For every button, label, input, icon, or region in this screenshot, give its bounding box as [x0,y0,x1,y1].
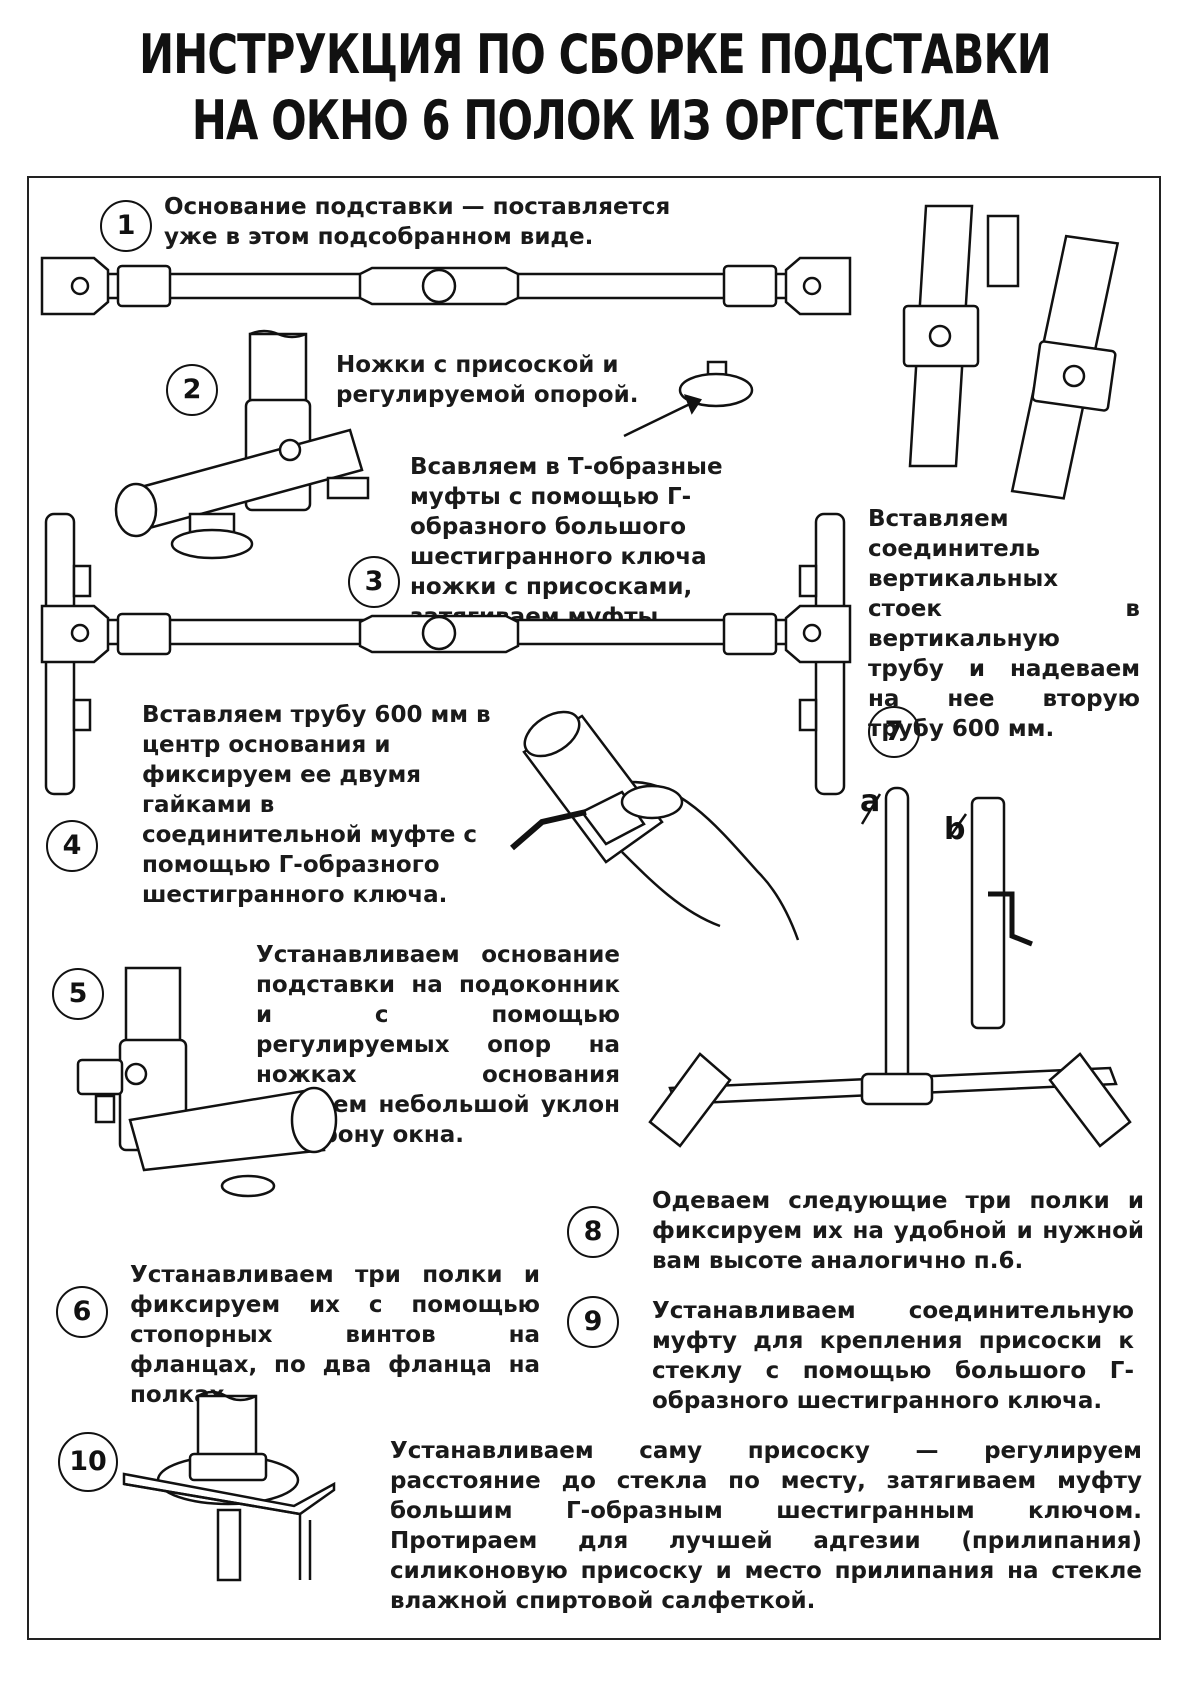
base-with-legs-illustration [36,510,856,800]
instructions-frame [27,176,1161,1640]
t-fitting-illustration [70,960,360,1200]
step-text-1: Основание подставки — поставляется уже в… [164,194,671,250]
hand-with-hex-key-illustration [512,712,812,952]
page-title-line-2: НА ОКНО 6 ПОЛОК ИЗ ОРГСТЕКЛА [191,89,999,152]
step-text-5: Устанавливаем основание подставки на под… [256,942,620,1148]
step-number-2: 2 [166,364,218,416]
step-text-7: Вставляем соединитель вертикальных стоек… [868,506,1140,742]
step-text-2: Ножки с присоской и регулируемой опорой. [336,352,639,408]
step-text-9: Устанавливаем соединительную муфту для к… [652,1298,1134,1414]
step-number-1: 1 [100,200,152,252]
step-number-5: 5 [52,968,104,1020]
step-text-6: Устанавливаем три полки и фиксируем их с… [130,1262,540,1408]
step-text-8: Одеваем следующие три полки и фиксируем … [652,1188,1144,1274]
flange-on-sill-illustration [124,1380,344,1580]
leg-illustration [100,330,390,580]
adjustable-support-icon [608,356,768,456]
base-assembly-illustration [36,250,856,320]
step-number-3: 3 [348,556,400,608]
step-text-4: Вставляем трубу 600 мм в центр основания… [142,702,491,908]
step-number-10: 10 [58,1432,118,1492]
step-number-4: 4 [46,820,98,872]
connector-illustration [896,196,1136,506]
step-number-6: 6 [56,1286,108,1338]
stand-assembly-illustration [640,784,1140,1164]
page-title-line-1: ИНСТРУКЦИЯ ПО СБОРКЕ ПОДСТАВКИ [139,23,1052,86]
step-number-8: 8 [567,1206,619,1258]
step-number-9: 9 [567,1296,619,1348]
label-a: a [860,784,881,819]
step-number-7: 7 [868,706,920,758]
step-text-10: Устанавливаем саму присоску — регулируем… [390,1438,1142,1614]
